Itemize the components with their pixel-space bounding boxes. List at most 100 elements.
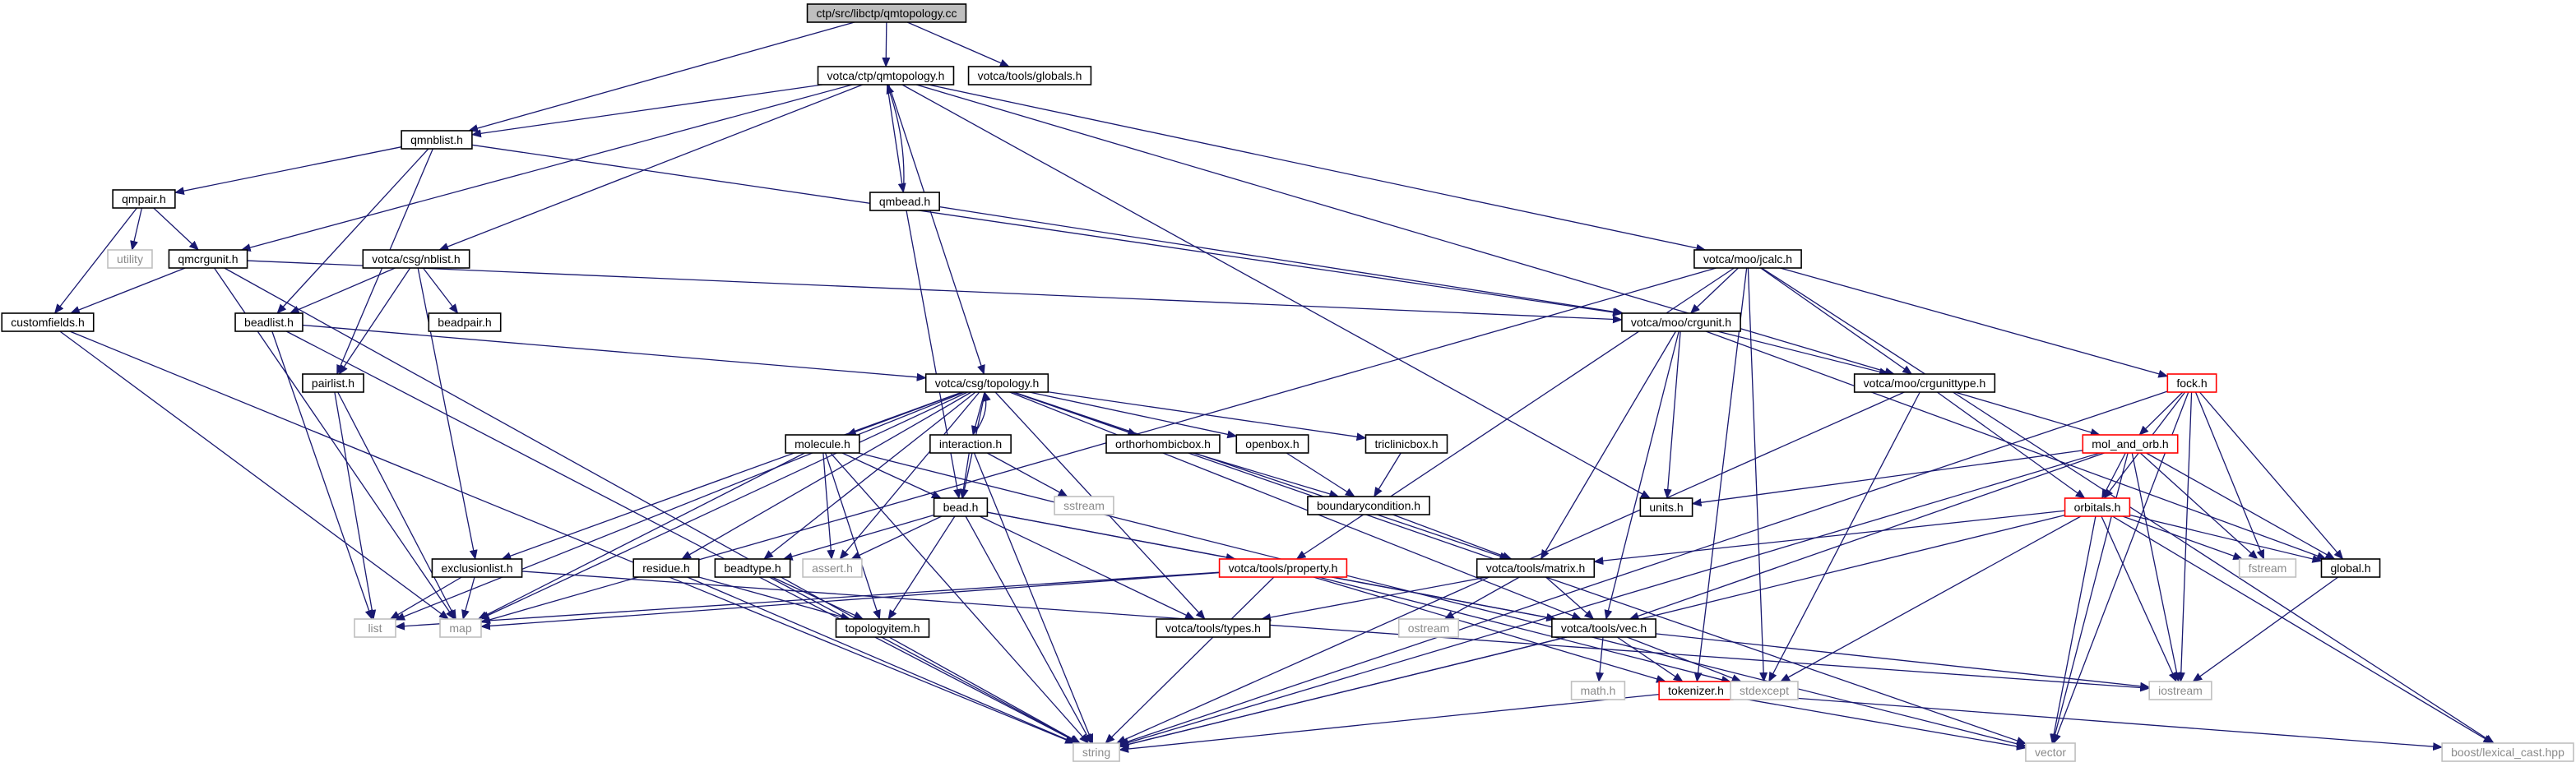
node-box bbox=[806, 3, 967, 23]
node-boundarycondition-h[interactable]: boundarycondition.h bbox=[1307, 496, 1430, 515]
edge-qmtopology-h-to-units-h bbox=[901, 84, 1651, 499]
node-sstream: sstream bbox=[1054, 496, 1114, 515]
node-label: openbox.h bbox=[1245, 437, 1299, 450]
node-nblist-h[interactable]: votca/csg/nblist.h bbox=[362, 249, 470, 269]
node-global-h[interactable]: global.h bbox=[2320, 558, 2381, 578]
node-box bbox=[1621, 312, 1741, 332]
node-fock-h[interactable]: fock.h bbox=[2166, 373, 2217, 393]
node-box bbox=[1073, 742, 1120, 762]
node-box bbox=[1218, 558, 1348, 578]
edge-orbitals-h-to-stdexcept bbox=[1780, 515, 2082, 682]
node-label: residue.h bbox=[642, 561, 690, 575]
edge-tokenizer-h-to-lexical-cast-hpp bbox=[1732, 692, 2444, 751]
node-label: exclusionlist.h bbox=[441, 561, 512, 575]
edge-mol-and-orb-h-to-vector bbox=[2050, 452, 2129, 744]
node-interaction-h[interactable]: interaction.h bbox=[929, 434, 1012, 454]
node-label: triclinicbox.h bbox=[1374, 437, 1438, 450]
edge-matrix-h-to-ostream bbox=[1443, 576, 1520, 620]
edge-qmnblist-h-to-crgunit-h bbox=[471, 144, 1623, 317]
node-label: qmcrgunit.h bbox=[178, 252, 238, 266]
node-matrix-h[interactable]: votca/tools/matrix.h bbox=[1476, 558, 1596, 578]
node-bead-h[interactable]: bead.h bbox=[933, 497, 989, 517]
node-mol-and-orb-h[interactable]: mol_and_orb.h bbox=[2082, 434, 2179, 454]
edge-crgunit-h-to-units-h bbox=[1663, 330, 1681, 499]
node-label: utility bbox=[117, 252, 143, 266]
node-types-h[interactable]: votca/tools/types.h bbox=[1156, 618, 1271, 638]
node-root[interactable]: ctp/src/libctp/qmtopology.cc bbox=[806, 3, 967, 23]
node-pairlist-h[interactable]: pairlist.h bbox=[302, 373, 364, 393]
node-orthorhombicbox-h[interactable]: orthorhombicbox.h bbox=[1105, 434, 1221, 454]
node-qmnblist-h[interactable]: qmnblist.h bbox=[401, 130, 473, 150]
node-box bbox=[354, 618, 396, 638]
node-label: orbitals.h bbox=[2074, 501, 2121, 514]
node-label: map bbox=[449, 621, 471, 635]
node-label: votca/tools/matrix.h bbox=[1486, 561, 1586, 575]
node-vec-h[interactable]: votca/tools/vec.h bbox=[1551, 618, 1656, 638]
node-orbitals-h[interactable]: orbitals.h bbox=[2064, 497, 2131, 517]
edge-qmnblist-h-to-beadlist-h bbox=[276, 148, 429, 314]
node-topology-h[interactable]: votca/csg/topology.h bbox=[924, 373, 1049, 393]
node-label: bead.h bbox=[943, 501, 979, 514]
node-molecule-h[interactable]: molecule.h bbox=[785, 434, 860, 454]
node-box bbox=[2148, 681, 2212, 700]
node-box bbox=[817, 66, 955, 85]
node-qmtopology-h[interactable]: votca/ctp/qmtopology.h bbox=[817, 66, 955, 85]
node-qmcrgunit-h[interactable]: qmcrgunit.h bbox=[168, 249, 248, 269]
edge-crgunit-h-to-vec-h bbox=[1604, 330, 1679, 620]
node-topologyitem-h[interactable]: topologyitem.h bbox=[835, 618, 930, 638]
edge-pairlist-h-to-list bbox=[334, 391, 377, 620]
node-qmpair-h[interactable]: qmpair.h bbox=[112, 189, 176, 209]
edge-pairlist-h-to-map bbox=[337, 391, 456, 620]
edge-property-h-to-list bbox=[395, 571, 1220, 631]
edge-qmbead-h-to-bead-h bbox=[906, 210, 961, 499]
edge-crgunit-h-to-matrix-h bbox=[1540, 330, 1677, 560]
node-globals-h[interactable]: votca/tools/globals.h bbox=[967, 66, 1092, 85]
edge-molecule-h-to-string bbox=[830, 452, 1089, 744]
edge-qmpair-h-to-customfields-h bbox=[53, 207, 137, 314]
node-beadlist-h[interactable]: beadlist.h bbox=[234, 312, 303, 332]
node-residue-h[interactable]: residue.h bbox=[632, 558, 700, 578]
node-tokenizer-h[interactable]: tokenizer.h bbox=[1658, 681, 1734, 700]
node-box bbox=[929, 434, 1012, 454]
node-utility: utility bbox=[107, 249, 153, 269]
node-customfields-h[interactable]: customfields.h bbox=[1, 312, 95, 332]
edge-layer bbox=[53, 21, 2495, 753]
node-property-h[interactable]: votca/tools/property.h bbox=[1218, 558, 1348, 578]
node-crgunit-h[interactable]: votca/moo/crgunit.h bbox=[1621, 312, 1741, 332]
edge-topology-h-to-list bbox=[395, 391, 965, 621]
edge-tokenizer-h-to-string bbox=[1119, 693, 1660, 753]
edge-crgunit-h-to-global-h bbox=[1705, 330, 2327, 560]
node-crgunittype-h[interactable]: votca/moo/crgunittype.h bbox=[1853, 373, 1996, 393]
node-box bbox=[2320, 558, 2381, 578]
node-jcalc-h[interactable]: votca/moo/jcalc.h bbox=[1693, 249, 1802, 269]
node-label: molecule.h bbox=[795, 437, 850, 450]
node-box bbox=[428, 312, 502, 332]
edge-topology-h-to-assert-h bbox=[839, 391, 980, 560]
node-box bbox=[967, 66, 1092, 85]
node-beadtype-h[interactable]: beadtype.h bbox=[714, 558, 791, 578]
node-openbox-h[interactable]: openbox.h bbox=[1235, 434, 1309, 454]
node-label: votca/tools/types.h bbox=[1165, 621, 1261, 635]
node-label: votca/tools/globals.h bbox=[978, 69, 1082, 82]
edge-beadlist-h-to-list bbox=[271, 330, 373, 620]
edge-vec-h-to-tokenizer-h bbox=[1616, 636, 1684, 682]
node-vector: vector bbox=[2025, 742, 2076, 762]
edge-molecule-h-to-bead-h bbox=[841, 452, 942, 499]
edge-qmcrgunit-h-to-string bbox=[224, 267, 1082, 744]
edge-fock-h-to-string bbox=[1119, 390, 2168, 746]
edge-interaction-h-to-bead-h bbox=[959, 452, 970, 499]
node-beadpair-h[interactable]: beadpair.h bbox=[428, 312, 502, 332]
node-stdexcept: stdexcept bbox=[1730, 681, 1799, 700]
edge-vec-h-to-stdexcept bbox=[1626, 636, 1742, 682]
node-iostream: iostream bbox=[2148, 681, 2212, 700]
node-box bbox=[1364, 434, 1448, 454]
node-box bbox=[632, 558, 700, 578]
node-label: votca/csg/topology.h bbox=[935, 377, 1040, 390]
node-exclusionlist-h[interactable]: exclusionlist.h bbox=[431, 558, 523, 578]
node-layer: ctp/src/libctp/qmtopology.cc votca/ctp/qm… bbox=[1, 3, 2574, 762]
node-triclinicbox-h[interactable]: triclinicbox.h bbox=[1364, 434, 1448, 454]
node-qmbead-h[interactable]: qmbead.h bbox=[869, 192, 940, 211]
edge-topology-h-to-triclinicbox-h bbox=[1048, 391, 1367, 441]
edge-boundarycondition-h-to-matrix-h bbox=[1392, 514, 1513, 560]
node-units-h[interactable]: units.h bbox=[1639, 497, 1693, 517]
